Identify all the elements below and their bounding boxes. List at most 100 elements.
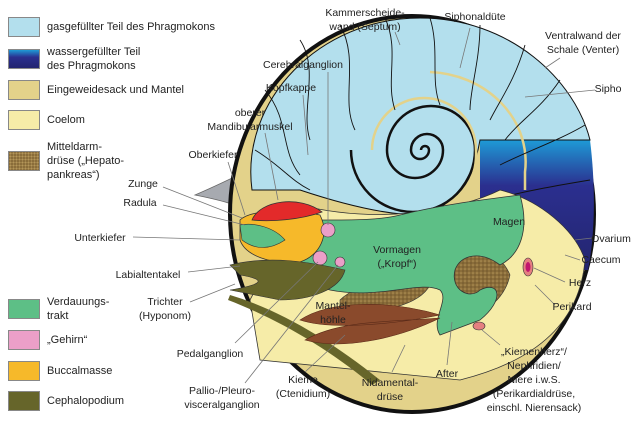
legend-item: Coelom — [8, 110, 85, 130]
legend-item: „Gehirn“ — [8, 330, 87, 350]
label-line: Magen — [493, 216, 525, 228]
legend-label-line: gasgefüllter Teil des Phragmokons — [47, 21, 215, 33]
legend-swatch — [8, 330, 40, 350]
label-line: Niere i.w.S. — [507, 374, 560, 386]
label-zunge: Zunge — [128, 178, 158, 190]
legend-swatch — [8, 17, 40, 37]
legend-label-line: Cephalopodium — [47, 395, 125, 407]
legend-item: gasgefüllter Teil des Phragmokons — [8, 17, 215, 37]
label-line: Ovarium — [591, 233, 631, 245]
legend-label-line: wassergefüllter Teil — [47, 46, 141, 58]
funnel — [228, 295, 380, 385]
label-line: („Kropf“) — [377, 258, 416, 270]
label-line: Caecum — [581, 254, 620, 266]
legend-label-line: Eingeweidesack und Mantel — [47, 84, 184, 96]
label-line: Pallio-/Pleuro- — [189, 385, 255, 397]
pallio-ganglion — [334, 256, 346, 268]
label-labialtentakel: Labialtentakel — [116, 269, 181, 281]
label-line: Perikard — [552, 301, 591, 313]
legend-swatch — [8, 299, 40, 319]
label-sipho: Sipho — [595, 83, 622, 95]
label-line: Radula — [123, 197, 156, 209]
legend-item: Eingeweidesack und Mantel — [8, 80, 184, 100]
label-line: Herz — [569, 277, 591, 289]
label-cerebralganglion: Cerebralganglion — [263, 59, 343, 71]
gill — [299, 304, 441, 345]
label-line: After — [436, 368, 459, 380]
cephalopodium — [229, 259, 346, 301]
label-caecum: Caecum — [581, 254, 620, 266]
legend-label: Mitteldarm-drüse („Hepato-pankreas“) — [47, 140, 124, 182]
label-line: Cerebralganglion — [263, 59, 343, 71]
label-line: höhle — [320, 314, 346, 326]
legend-label-line: Verdauungs- — [47, 296, 110, 308]
legend-label: Cephalopodium — [47, 394, 124, 408]
legend-item: Mitteldarm-drüse („Hepato-pankreas“) — [8, 140, 124, 182]
label-line: oberer — [235, 107, 266, 119]
legend-item: Verdauungs-trakt — [8, 295, 109, 323]
legend-swatch — [8, 110, 40, 130]
label-oberkiefer: Oberkiefer — [188, 149, 238, 161]
lower-jaw — [239, 223, 286, 248]
legend-swatch — [8, 361, 40, 381]
label-line: Schale (Venter) — [547, 44, 619, 56]
label-line: visceralganglion — [184, 399, 259, 411]
label-kiemenherz: „Kiemenherz“/Nephridien/Niere i.w.S.(Per… — [487, 346, 582, 414]
shell-spiral — [349, 104, 477, 214]
label-line: Siphonaldüte — [444, 11, 505, 23]
sipho-tube — [370, 70, 527, 191]
label-line: Vormagen — [373, 244, 421, 256]
legend-label-line: des Phragmokons — [47, 60, 136, 72]
legend-label: „Gehirn“ — [47, 333, 87, 347]
cerebral-ganglion — [320, 222, 336, 238]
label-line: Unterkiefer — [74, 232, 126, 244]
legend-item: Cephalopodium — [8, 391, 124, 411]
label-line: Nidamental- — [362, 377, 419, 389]
label-line: Zunge — [128, 178, 158, 190]
legend-label: gasgefüllter Teil des Phragmokons — [47, 20, 215, 34]
label-unterkiefer: Unterkiefer — [74, 232, 126, 244]
label-line: drüse — [377, 391, 403, 403]
legend-label-line: drüse („Hepato- — [47, 155, 125, 167]
legend-label: wassergefüllter Teil des Phragmokons — [47, 45, 140, 73]
label-siphonalduete: Siphonaldüte — [444, 11, 505, 23]
legend-swatch — [8, 391, 40, 411]
legend-label-line: „Gehirn“ — [47, 334, 88, 346]
label-radula: Radula — [123, 197, 156, 209]
label-after: After — [436, 368, 459, 380]
mandibular-muscle — [251, 201, 323, 222]
legend-swatch — [8, 151, 40, 171]
label-herz: Herz — [569, 277, 591, 289]
heart-inner — [525, 262, 531, 272]
label-kopfkappe: Kopfkappe — [266, 82, 316, 94]
label-line: einschl. Nierensack) — [487, 402, 582, 414]
label-vormagen: Vormagen („Kropf“) — [373, 244, 421, 270]
label-line: (Ctenidium) — [276, 388, 330, 400]
label-perikard: Perikard — [552, 301, 591, 313]
legend-label-line: Coelom — [47, 114, 85, 126]
label-line: „Kiemenherz“/ — [501, 346, 567, 358]
label-line: Mantel- — [315, 300, 351, 312]
diagram-labels: Kammerscheide-wand (Septum) SiphonaldüteV… — [74, 7, 631, 414]
label-magen: Magen — [493, 216, 525, 228]
legend-label: Verdauungs-trakt — [47, 295, 109, 323]
label-septum: Kammerscheide-wand (Septum) — [325, 7, 405, 33]
legend-swatch — [8, 49, 40, 69]
label-line: Kammerscheide- — [325, 7, 405, 19]
legend-label-line: trakt — [47, 310, 69, 322]
label-trichter: Trichter(Hyponom) — [139, 296, 191, 322]
legend-swatch — [8, 80, 40, 100]
pedal-ganglion — [312, 250, 328, 266]
legend-label: Eingeweidesack und Mantel — [47, 83, 184, 97]
label-line: (Perikardialdrüse, — [493, 388, 575, 400]
legend-label: Coelom — [47, 113, 85, 127]
label-nidamental: Nidamental-drüse — [362, 377, 419, 403]
label-line: wand (Septum) — [328, 21, 400, 33]
label-kieme: Kieme(Ctenidium) — [276, 374, 330, 400]
legend-label-line: Buccalmasse — [47, 365, 113, 377]
legend-label-line: Mitteldarm- — [47, 141, 103, 153]
gas-chamber — [250, 17, 591, 216]
